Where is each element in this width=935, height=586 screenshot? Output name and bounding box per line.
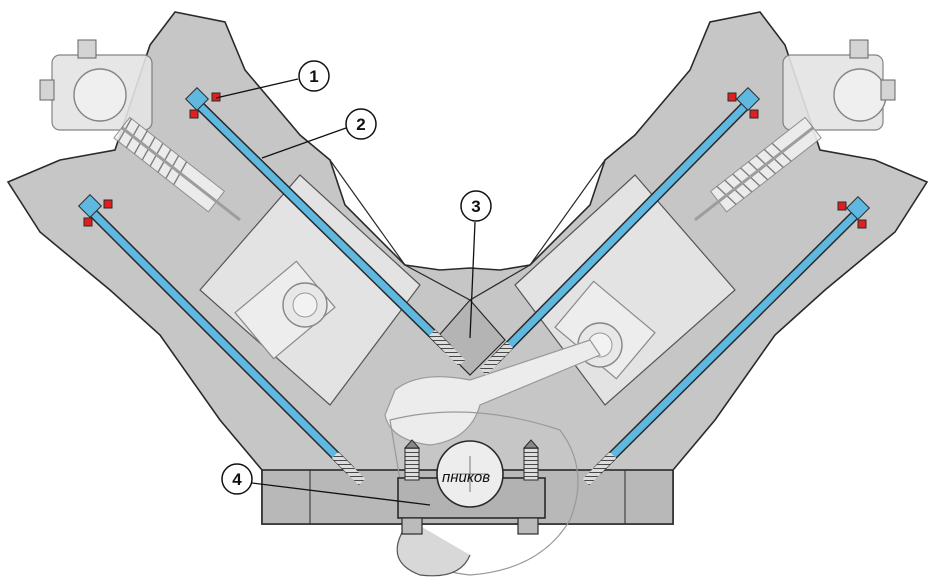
head-bolt-inner-right [479, 86, 761, 376]
right-camshaft [833, 68, 887, 122]
caption-fragment: пников [442, 469, 491, 486]
callout-3: 3 [460, 190, 492, 339]
callout-1: 1 [215, 60, 330, 99]
right-valve-train [694, 39, 896, 222]
callout-3-label: 3 [471, 197, 480, 216]
seal-washer [103, 199, 113, 209]
left-valve-train [39, 39, 241, 222]
head-bolt-outer-left [77, 193, 366, 486]
callout-1-label: 1 [309, 67, 318, 86]
head-bolt-inner-left [184, 86, 466, 367]
head-bolts [77, 86, 871, 486]
callout-4: 4 [221, 463, 431, 506]
seal-washer [727, 92, 737, 102]
seal-washer [189, 109, 199, 119]
left-cylinder [199, 174, 421, 406]
main-bearing-cap [397, 439, 546, 535]
seal-washer [83, 217, 93, 227]
connecting-rod [384, 339, 601, 446]
callout-2-label: 2 [356, 115, 365, 134]
left-camshaft [73, 68, 127, 122]
seal-washer [837, 201, 847, 211]
head-bolt-outer-right [582, 195, 871, 486]
bearing-cap-stud-right [523, 447, 539, 481]
seal-washer [749, 109, 759, 119]
seal-washer [857, 219, 867, 229]
bearing-cap-stud-left [404, 447, 420, 481]
callout-4-label: 4 [232, 470, 242, 489]
callout-2: 2 [261, 108, 377, 159]
